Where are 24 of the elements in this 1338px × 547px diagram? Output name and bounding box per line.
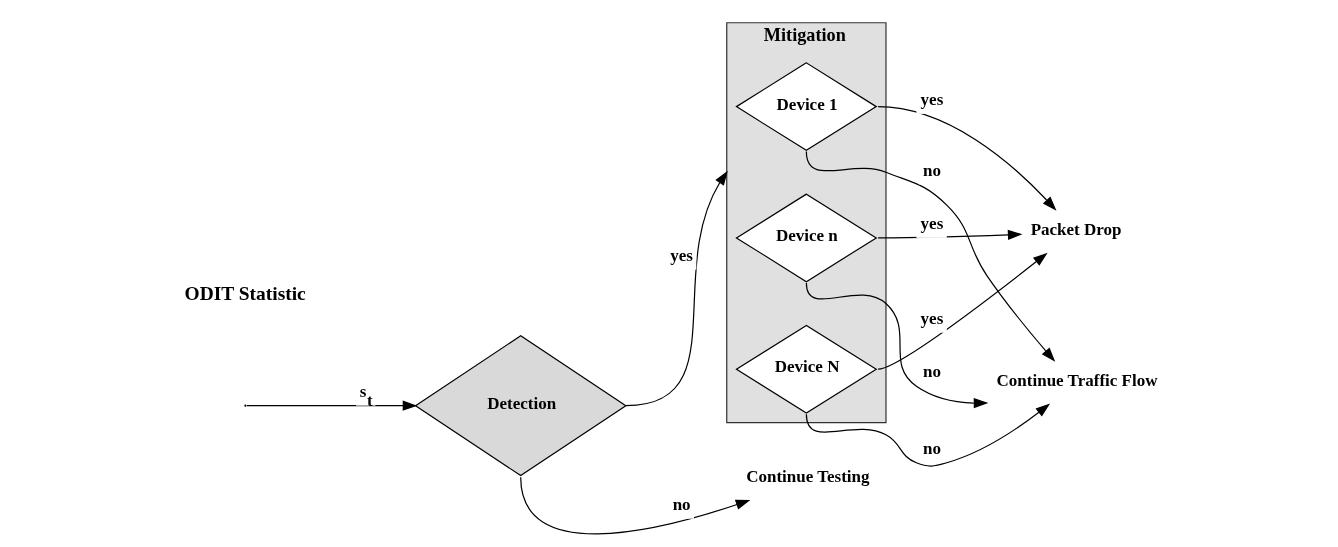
arrow xyxy=(805,151,1056,362)
edge-label: yes xyxy=(920,90,944,110)
node-text: Packet Drop xyxy=(1030,220,1122,240)
node-diamond: Device 1 xyxy=(735,62,878,152)
edge-label: no xyxy=(923,362,942,382)
edge-label: no xyxy=(672,494,691,514)
edge-label: no xyxy=(923,438,942,458)
arrow xyxy=(805,282,989,409)
arrow xyxy=(877,252,1048,370)
arrow xyxy=(246,400,418,411)
edge-label: yes xyxy=(920,214,944,234)
node-diamond: Device N xyxy=(735,324,878,414)
node-text: Continue Traffic Flow xyxy=(996,370,1158,390)
arrow xyxy=(805,403,1051,467)
arrow xyxy=(625,170,728,407)
arrow xyxy=(520,476,751,535)
node-text: Continue Testing xyxy=(746,466,870,486)
arrow xyxy=(877,106,1057,211)
node-diamond: Device n xyxy=(735,193,878,283)
label: ODIT Statistic xyxy=(184,282,306,304)
edge-label: yes xyxy=(670,245,693,265)
edge-label: no xyxy=(923,160,942,180)
edge-label: yes xyxy=(920,308,944,328)
node-diamond: Detection xyxy=(414,335,627,477)
